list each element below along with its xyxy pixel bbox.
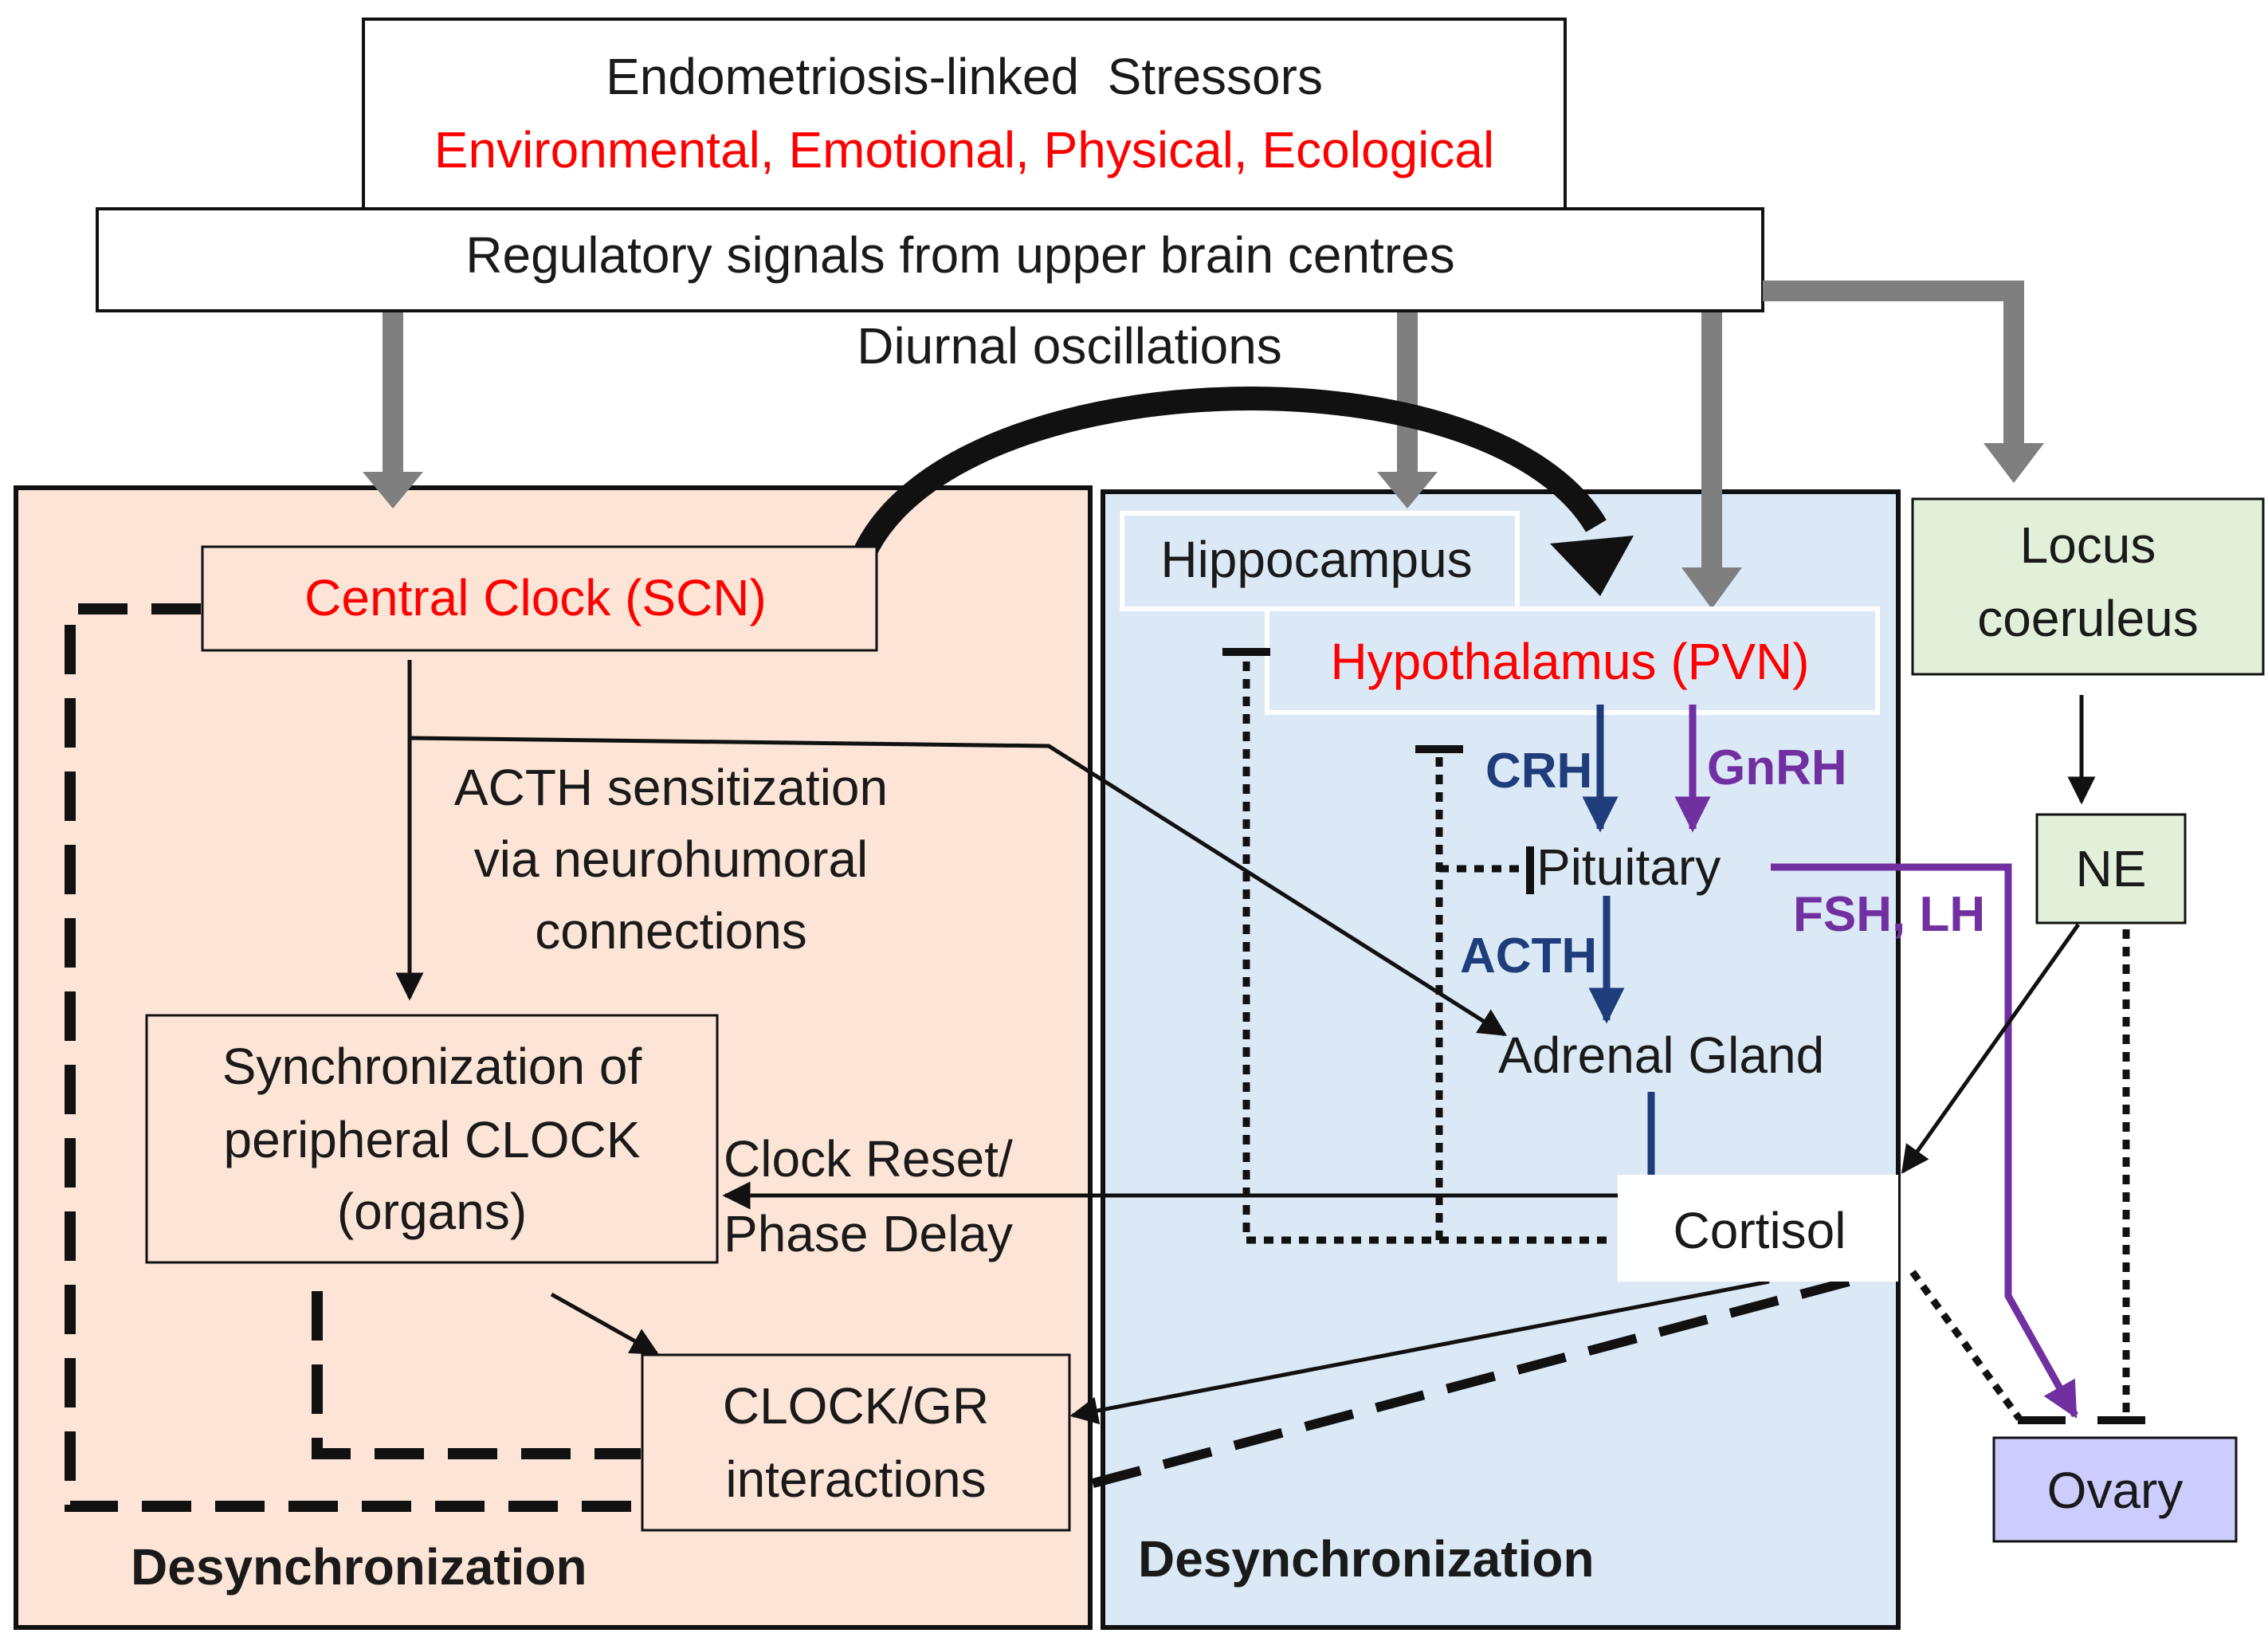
arrow-ne-to-cortisol [1901,923,2081,1174]
stressors-box [362,18,1567,212]
ovary-box [1992,1436,2238,1543]
cortisol-label: Cortisol [1674,1202,1846,1259]
clock-reset-line-2: Phase Delay [724,1205,1013,1262]
cortisol-negative-feedback [1242,654,1607,1244]
regulatory-signals-label: Regulatory signals from upper brain cent… [465,226,1455,284]
crh-label: CRH [1485,744,1592,799]
gray-arrow-to-locus-coeruleus [1763,281,2044,483]
clock-gr-line-1: CLOCK/GR [723,1377,989,1435]
dashed-feedback-loop [65,603,641,1512]
inhibitory-to-ovary [1909,929,2130,1421]
stressors-types: Environmental, Emotional, Physical, Ecol… [434,121,1494,179]
ovary-label: Ovary [2047,1462,2184,1519]
dashed-cortisol-to-clockgr [1089,1277,1850,1489]
inhibition-bars [1222,648,1534,894]
central-clock-label: Central Clock (SCN) [304,569,767,626]
clock-gr-line-2: interactions [725,1451,986,1508]
pituitary-label: Pituitary [1536,838,1721,896]
diurnal-arrow [842,387,1634,596]
clock-reset-line-1: Clock Reset/ [724,1130,1013,1188]
synchronization-box [145,1014,719,1264]
acth-label: ACTH [1460,928,1597,983]
hypothalamus-label: Hypothalamus (PVN) [1330,633,1809,690]
central-clock-box [201,545,878,652]
clock-gr-box [641,1353,1071,1532]
gray-arrow-to-hippocampus [1377,312,1438,508]
locus-coeruleus-line-1: Locus [2020,516,2156,574]
gray-arrow-to-left-panel [363,312,423,508]
ne-box [2035,813,2187,925]
arrow-cortisol-to-clockgr [1069,1279,1770,1425]
fsh-lh-arrow [1771,863,2078,1419]
regulatory-signals-box [96,207,1764,312]
stressors-title: Endometriosis-linked Stressors [606,48,1323,105]
arrow-scn-to-adrenal [409,736,1507,1037]
diurnal-oscillations-label: Diurnal oscillations [857,317,1282,375]
synchronization-line-1: Synchronization of [222,1038,642,1095]
adrenal-gland-label: Adrenal Gland [1498,1027,1824,1084]
synchronization-line-2: peripheral CLOCK [224,1111,641,1168]
locus-coeruleus-box [1911,497,2265,676]
arrow-sync-to-clockgr [550,1292,660,1356]
gnrh-label: GnRH [1707,740,1847,795]
acth-sensitization-line-1: ACTH sensitization [454,759,888,816]
left-desynchronization-label: Desynchronization [131,1538,587,1596]
gray-arrow-to-hypothalamus [1681,312,1742,609]
acth-sensitization-line-3: connections [535,902,807,960]
acth-sensitization-line-2: via neurohumoral [474,830,869,888]
hippocampus-box [1120,511,1520,611]
middle-desynchronization-label: Desynchronization [1138,1530,1595,1588]
hypothalamus-box [1265,607,1880,715]
ne-label: NE [2076,840,2147,897]
cortisol-box [1618,1175,1898,1282]
locus-coeruleus-line-2: coeruleus [1977,590,2199,647]
fsh-lh-label: FSH, LH [1793,887,1985,942]
hippocampus-label: Hippocampus [1160,531,1472,588]
synchronization-line-3: (organs) [337,1183,527,1240]
